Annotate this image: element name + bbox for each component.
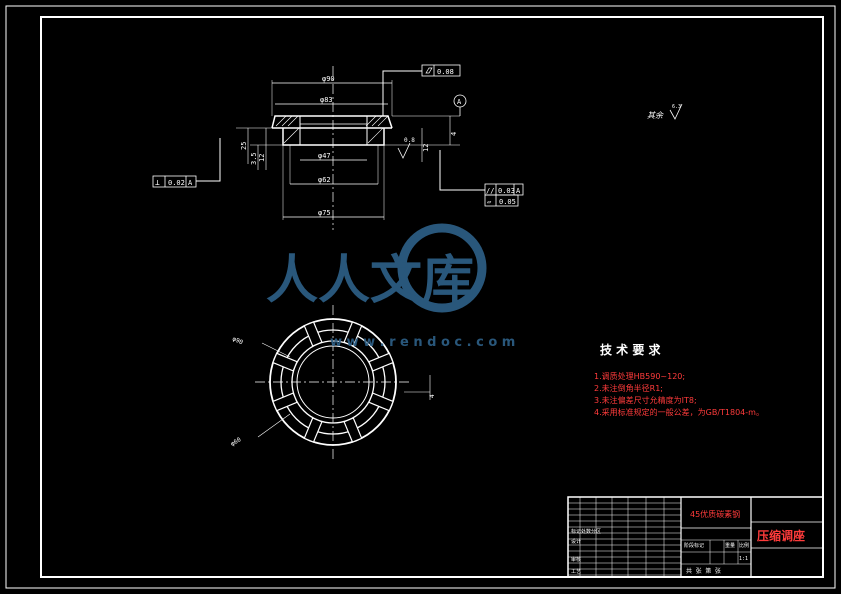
radial-slot xyxy=(343,417,363,443)
watermark-url: w w w . r e n d o c . c o m xyxy=(330,335,515,350)
title-block-grid xyxy=(568,497,681,577)
dim-phi62: φ62 xyxy=(318,176,331,184)
surface-note-value: 6.3 xyxy=(672,104,681,110)
section-hatch xyxy=(275,115,389,144)
title-block-scale: 1:1 xyxy=(739,556,748,562)
title-block-sheets: 共 张 第 张 xyxy=(686,567,721,575)
watermark: 人人文库 w w w . r e n d o c . c o m xyxy=(266,223,515,350)
gdt-perp-ref: A xyxy=(188,179,193,187)
dim-phi75: φ75 xyxy=(318,209,331,217)
surface-note-symbol xyxy=(669,103,683,120)
tech-req-item-2: 2.未注倒角半径R1; xyxy=(594,383,663,393)
roughness-value: 0.8 xyxy=(404,137,415,144)
sheet-border-inner xyxy=(40,16,824,578)
dim-h12-left: 12 xyxy=(258,154,266,162)
sheet-border-outer xyxy=(5,5,836,589)
title-block-weight-label: 重量 xyxy=(725,542,735,549)
datum-a-label: A xyxy=(457,98,462,106)
gdt-flatness-top: 0.08 xyxy=(421,64,461,77)
gdt-flatness-symbol: ▱ xyxy=(487,198,492,206)
radial-slot xyxy=(303,417,323,443)
title-block-part-name: 压缩调座 xyxy=(757,528,805,543)
surface-note-label: 其余 xyxy=(647,111,664,120)
top-dim-phi90: φ90 xyxy=(231,335,244,346)
title-block-material: 45优质碳素钢 xyxy=(690,509,740,519)
gdt-perp-value: 0.02 xyxy=(168,179,185,187)
dim-h3-5: 3.5 xyxy=(250,152,258,165)
title-block-row-1: 标记处数分区 xyxy=(571,528,601,535)
radial-slots xyxy=(272,321,394,443)
top-view xyxy=(255,305,431,462)
top-dim-phi60: φ60 xyxy=(230,436,243,448)
radial-slot xyxy=(272,392,298,412)
dim-phi83: φ83 xyxy=(320,96,333,104)
gdt-flatness-value: 0.05 xyxy=(499,198,516,206)
title-block-row-2: 设计 xyxy=(571,538,581,545)
radial-slot xyxy=(368,352,394,372)
dim-h12-right: 12 xyxy=(422,144,430,152)
top-dim-slot: 4 xyxy=(429,394,436,398)
radial-slot xyxy=(368,392,394,412)
tech-requirements-title: 技 术 要 求 xyxy=(600,342,662,357)
tech-req-item-1: 1.调质处理HB590~120; xyxy=(594,371,685,381)
title-block-row-3: 审核 xyxy=(571,556,581,563)
radial-slot xyxy=(272,352,298,372)
gdt-parallel-flatness-right: // 0.03 A ▱ 0.05 xyxy=(484,183,524,207)
gdt-parallel-symbol: // xyxy=(486,187,494,195)
radial-slot xyxy=(343,321,363,347)
gdt-parallel-ref: A xyxy=(516,187,521,195)
dim-phi47: φ47 xyxy=(318,152,331,160)
title-block-row-4: 工艺 xyxy=(571,569,581,575)
dim-h25: 25 xyxy=(240,142,248,150)
front-section-view xyxy=(196,66,485,230)
tech-req-item-3: 3.未注偏差尺寸允精度为IT8; xyxy=(594,395,697,405)
gdt-flatness-top-value: 0.08 xyxy=(437,68,454,76)
dim-phi90: φ90 xyxy=(322,75,335,83)
title-block-stage-label: 阶段标记 xyxy=(684,542,704,549)
radial-slot xyxy=(303,321,323,347)
dim-h4-right: 4 xyxy=(450,132,458,136)
title-block xyxy=(567,496,824,578)
title-block-scale-label: 比例 xyxy=(739,542,749,549)
watermark-logo-text: 人人文库 xyxy=(266,251,474,311)
gdt-perpendicularity-left: ⊥ 0.02 A xyxy=(152,175,197,188)
gdt-perp-symbol: ⊥ xyxy=(155,178,160,187)
gdt-parallel-value: 0.03 xyxy=(498,187,515,195)
tech-req-item-4: 4.采用标准规定的一般公差，为GB/T1804-m。 xyxy=(594,407,764,417)
